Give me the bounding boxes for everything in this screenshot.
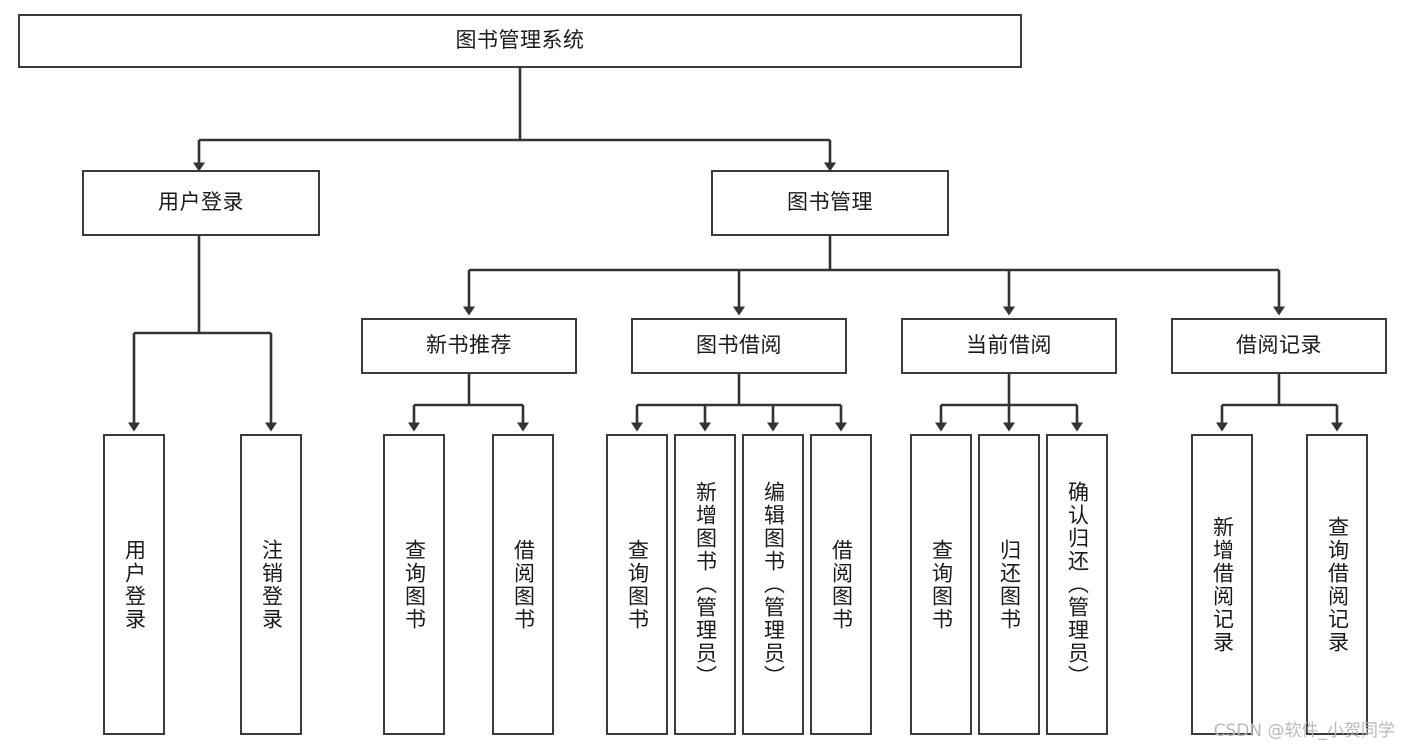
node-leaf-query-book-2[interactable]: 查询图书 — [606, 434, 668, 735]
node-leaf-user-login[interactable]: 用户登录 — [103, 434, 165, 735]
node-book-borrow[interactable]: 图书借阅 — [631, 318, 847, 374]
node-leaf-query-book-3[interactable]: 查询图书 — [910, 434, 972, 735]
node-book-borrow-label: 图书借阅 — [696, 333, 782, 358]
node-leaf-add-record[interactable]: 新增借阅记录 — [1191, 434, 1253, 735]
watermark: CSDN @软件_小贺同学 — [1213, 721, 1395, 741]
node-leaf-logout-login[interactable]: 注销登录 — [240, 434, 302, 735]
node-book-management[interactable]: 图书管理 — [711, 170, 949, 236]
node-root-book-management-system[interactable]: 图书管理系统 — [18, 14, 1022, 68]
node-leaf-query-record-label: 查询借阅记录 — [1325, 515, 1350, 654]
node-leaf-borrow-book-1-label: 借阅图书 — [511, 538, 536, 631]
node-leaf-borrow-book-2-label: 借阅图书 — [829, 538, 854, 631]
node-leaf-query-book-1[interactable]: 查询图书 — [383, 434, 445, 735]
node-leaf-add-record-label: 新增借阅记录 — [1210, 515, 1235, 654]
node-leaf-logout-login-label: 注销登录 — [259, 538, 284, 631]
node-leaf-confirm-return-label: 确认归还（管理员） — [1065, 481, 1090, 688]
node-current-borrow-label: 当前借阅 — [966, 333, 1052, 358]
node-leaf-confirm-return[interactable]: 确认归还（管理员） — [1046, 434, 1108, 735]
node-current-borrow[interactable]: 当前借阅 — [901, 318, 1117, 374]
node-new-book-recommend[interactable]: 新书推荐 — [361, 318, 577, 374]
node-leaf-borrow-book-2[interactable]: 借阅图书 — [810, 434, 872, 735]
node-user-login[interactable]: 用户登录 — [82, 170, 320, 236]
node-leaf-user-login-label: 用户登录 — [122, 538, 147, 631]
node-leaf-query-record[interactable]: 查询借阅记录 — [1306, 434, 1368, 735]
node-leaf-return-book[interactable]: 归还图书 — [978, 434, 1040, 735]
node-leaf-borrow-book-1[interactable]: 借阅图书 — [492, 434, 554, 735]
node-leaf-add-book[interactable]: 新增图书（管理员） — [674, 434, 736, 735]
node-leaf-query-book-3-label: 查询图书 — [929, 538, 954, 631]
node-user-login-label: 用户登录 — [158, 190, 244, 215]
node-leaf-query-book-1-label: 查询图书 — [402, 538, 427, 631]
node-root-label: 图书管理系统 — [455, 28, 585, 53]
node-new-book-recommend-label: 新书推荐 — [426, 333, 512, 358]
node-leaf-add-book-label: 新增图书（管理员） — [693, 481, 718, 688]
node-borrow-record-label: 借阅记录 — [1236, 333, 1322, 358]
node-leaf-edit-book-label: 编辑图书（管理员） — [761, 481, 786, 688]
node-leaf-query-book-2-label: 查询图书 — [625, 538, 650, 631]
node-book-management-label: 图书管理 — [787, 190, 873, 215]
node-leaf-edit-book[interactable]: 编辑图书（管理员） — [742, 434, 804, 735]
node-leaf-return-book-label: 归还图书 — [997, 538, 1022, 631]
node-borrow-record[interactable]: 借阅记录 — [1171, 318, 1387, 374]
